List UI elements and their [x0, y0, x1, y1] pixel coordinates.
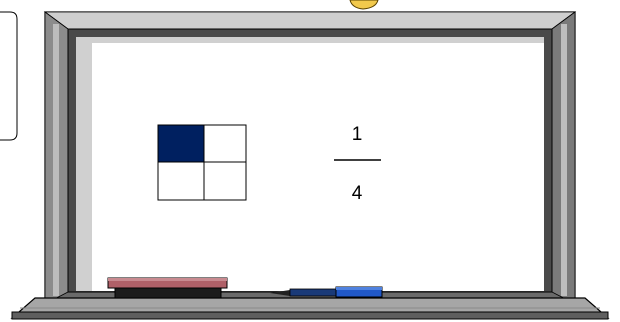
- grid-cell: [204, 125, 246, 162]
- fraction-grid: [158, 125, 246, 200]
- grid-cell-shaded: [158, 125, 204, 162]
- yellow-object: [350, 0, 378, 9]
- board-surface: [76, 37, 544, 291]
- grid-cell: [158, 162, 204, 200]
- chalk-tray: [12, 298, 608, 319]
- speech-bubble: [0, 12, 17, 140]
- fraction-denominator: 4: [352, 183, 363, 204]
- fraction-numerator: 1: [352, 124, 363, 145]
- grid-cell: [204, 162, 246, 200]
- eraser: [108, 278, 227, 298]
